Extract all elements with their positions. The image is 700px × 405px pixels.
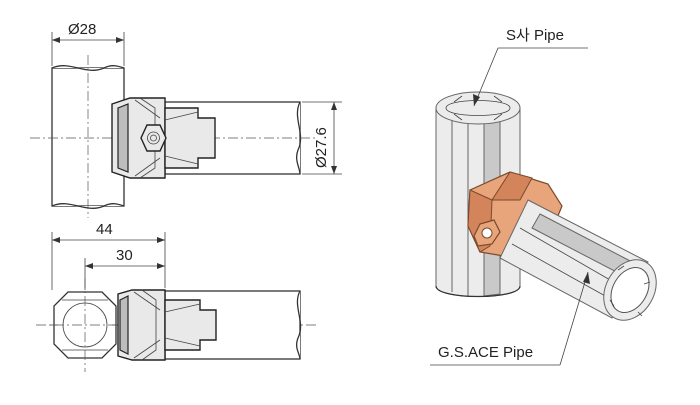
- bottom-view: 44 30: [36, 221, 318, 372]
- hex-nut: [140, 124, 167, 152]
- break-line-top: [51, 65, 125, 71]
- dim-label-diameter-28: Ø28: [68, 21, 96, 38]
- break-line-bottom-right: [295, 290, 302, 360]
- callout-arrow-gs-ace: [559, 271, 589, 366]
- joint-top-view: [111, 97, 216, 179]
- top-view: Ø28 Ø27.6: [30, 21, 342, 218]
- dim-label-diameter-27-6: Ø27.6: [313, 127, 330, 168]
- dim-label-44: 44: [96, 221, 113, 238]
- callout-label-s-pipe: S사 Pipe: [506, 27, 564, 44]
- isometric-view: S사 Pipe G.S.ACE Pipe: [430, 27, 657, 366]
- dim-label-30: 30: [116, 247, 133, 264]
- callout-label-gs-ace: G.S.ACE Pipe: [438, 344, 533, 361]
- break-line-right: [295, 101, 302, 175]
- gs-ace-pipe-3d: [499, 199, 657, 321]
- break-line-bottom: [51, 203, 125, 209]
- joint-bottom-view: [117, 289, 217, 361]
